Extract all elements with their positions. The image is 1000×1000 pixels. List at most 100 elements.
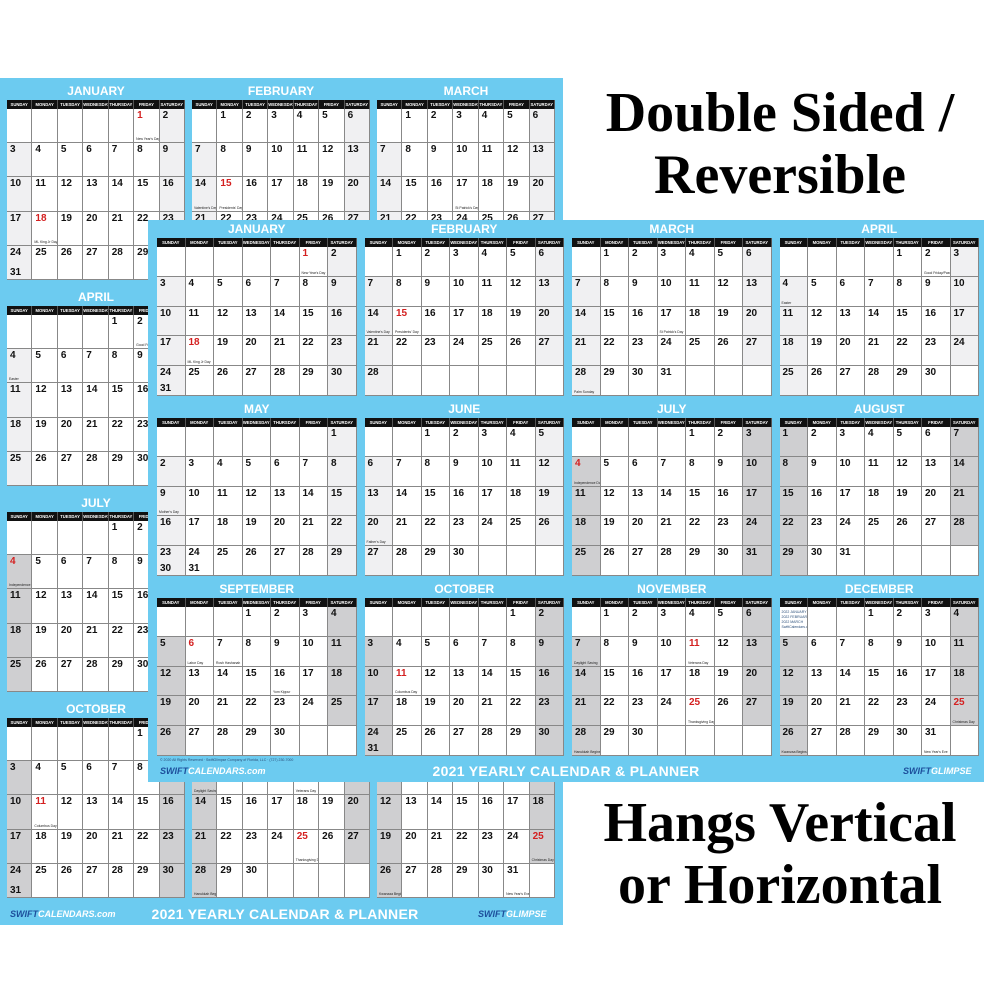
day-cell[interactable]: 4 xyxy=(478,109,505,144)
day-cell[interactable]: 21 xyxy=(572,696,601,727)
day-cell[interactable] xyxy=(7,109,33,144)
day-cell[interactable] xyxy=(185,247,214,277)
day-cell[interactable]: 6 xyxy=(450,636,479,667)
day-cell[interactable]: 30 xyxy=(893,726,922,756)
day-cell[interactable]: 12 xyxy=(504,143,530,178)
day-cell[interactable]: 1 xyxy=(865,607,894,637)
day-cell[interactable] xyxy=(32,315,58,350)
day-cell[interactable]: 21 xyxy=(83,623,109,658)
day-cell[interactable]: 1 xyxy=(108,315,135,350)
day-cell[interactable]: 12 xyxy=(32,589,58,624)
day-cell[interactable]: 2 xyxy=(808,427,837,457)
day-cell[interactable]: 22 xyxy=(217,829,243,864)
day-cell[interactable]: 20 xyxy=(808,696,837,727)
day-cell[interactable] xyxy=(157,247,186,277)
day-cell[interactable]: 14 xyxy=(836,666,865,697)
day-cell[interactable]: 20 xyxy=(450,696,479,727)
day-cell[interactable]: 7 xyxy=(478,636,507,667)
day-cell[interactable]: 5 xyxy=(808,276,837,307)
day-cell[interactable]: 18 xyxy=(214,516,243,547)
day-cell[interactable]: 29 xyxy=(600,726,629,756)
day-cell[interactable] xyxy=(808,607,837,637)
day-cell[interactable]: 18 xyxy=(507,486,536,517)
day-cell[interactable]: 30 xyxy=(629,366,658,396)
day-cell[interactable]: 13 xyxy=(242,306,271,337)
day-cell[interactable]: 3 xyxy=(299,607,328,637)
day-cell[interactable]: 4 xyxy=(478,247,507,277)
day-cell[interactable]: 19 xyxy=(57,211,84,246)
day-cell[interactable]: 5 xyxy=(504,109,530,144)
day-cell[interactable]: 19 xyxy=(714,306,743,337)
day-cell[interactable]: 1 xyxy=(421,427,450,457)
day-cell[interactable]: 25 xyxy=(214,546,243,576)
day-cell[interactable]: 26 xyxy=(808,366,837,396)
day-cell[interactable]: 19 xyxy=(319,795,345,830)
day-cell[interactable] xyxy=(83,727,109,762)
day-cell[interactable]: 9 xyxy=(328,276,357,307)
day-cell[interactable]: 22 xyxy=(108,623,135,658)
day-cell[interactable]: 27 xyxy=(629,546,658,576)
day-cell[interactable]: 23 xyxy=(714,516,743,547)
day-cell[interactable] xyxy=(950,546,979,576)
day-cell[interactable]: 21 xyxy=(865,336,894,367)
day-cell[interactable]: 12 xyxy=(507,276,536,307)
day-cell[interactable]: 18 xyxy=(393,696,422,727)
day-cell[interactable]: 17 xyxy=(299,666,328,697)
day-cell[interactable]: 11 xyxy=(7,589,33,624)
day-cell[interactable]: 29 xyxy=(108,451,135,486)
day-cell[interactable] xyxy=(242,427,271,457)
day-cell[interactable]: 6 xyxy=(535,247,564,277)
day-cell[interactable]: 17 xyxy=(950,306,979,337)
day-cell[interactable]: 3 xyxy=(7,143,33,178)
day-cell[interactable]: 29 xyxy=(328,546,357,576)
day-cell[interactable]: 22 xyxy=(134,829,160,864)
day-cell[interactable]: 5 xyxy=(57,761,84,796)
day-cell[interactable]: 12 xyxy=(421,666,450,697)
day-cell[interactable]: 20 xyxy=(83,211,109,246)
day-cell[interactable]: 26 xyxy=(600,546,629,576)
day-cell[interactable] xyxy=(450,366,479,396)
day-cell[interactable]: 18 xyxy=(572,516,601,547)
day-cell[interactable]: 18 xyxy=(686,666,715,697)
day-cell[interactable]: 9 xyxy=(271,636,300,667)
day-cell[interactable]: 21 xyxy=(950,486,979,517)
day-cell[interactable]: 8 xyxy=(108,349,135,384)
day-cell[interactable]: 25 xyxy=(478,336,507,367)
day-cell[interactable]: 13 xyxy=(57,589,84,624)
day-cell[interactable]: 7 xyxy=(377,143,403,178)
day-cell[interactable]: 13 xyxy=(83,795,109,830)
day-cell[interactable]: 19 xyxy=(421,696,450,727)
day-cell[interactable]: 19 xyxy=(600,516,629,547)
day-cell[interactable]: 26 xyxy=(714,336,743,367)
day-cell[interactable]: 14 xyxy=(108,795,135,830)
day-cell[interactable]: 2 xyxy=(271,607,300,637)
day-cell[interactable]: 3 xyxy=(657,247,686,277)
day-cell[interactable]: 7 xyxy=(83,555,109,590)
day-cell[interactable] xyxy=(377,109,403,144)
day-cell[interactable]: 1 xyxy=(217,109,243,144)
day-cell[interactable]: 16 xyxy=(893,666,922,697)
day-cell[interactable]: 8 xyxy=(421,456,450,487)
day-cell[interactable]: 30 xyxy=(922,366,951,396)
day-cell[interactable]: 25 xyxy=(572,546,601,576)
day-cell[interactable]: 13 xyxy=(743,276,772,307)
day-cell[interactable] xyxy=(865,247,894,277)
day-cell[interactable]: 8 xyxy=(328,456,357,487)
day-cell[interactable]: 16 xyxy=(328,306,357,337)
day-cell[interactable]: 8 xyxy=(299,276,328,307)
day-cell[interactable]: 27 xyxy=(743,336,772,367)
day-cell[interactable]: 20 xyxy=(57,623,84,658)
day-cell[interactable]: 2 xyxy=(427,109,454,144)
day-cell[interactable] xyxy=(808,247,837,277)
day-cell[interactable] xyxy=(364,247,393,277)
day-cell[interactable] xyxy=(572,247,601,277)
day-cell[interactable]: 17 xyxy=(7,829,33,864)
day-cell[interactable]: 14 xyxy=(657,486,686,517)
day-cell[interactable]: 26 xyxy=(32,451,58,486)
day-cell[interactable]: 3 xyxy=(450,247,479,277)
day-cell[interactable]: 10 xyxy=(157,306,186,337)
